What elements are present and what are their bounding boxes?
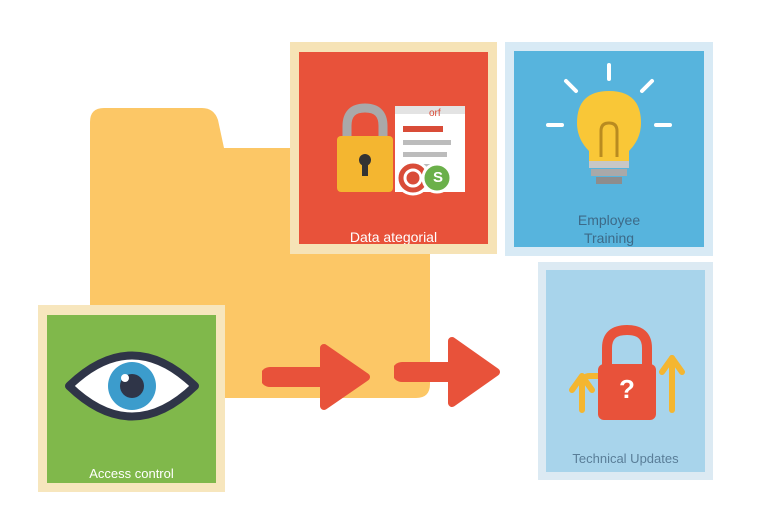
coin-label: S (432, 169, 443, 186)
light-bulb-icon (546, 63, 672, 184)
technical-updates-panel: ? Technical Updates (546, 270, 705, 472)
employee-training-line1: Employee (577, 212, 641, 228)
access-control-card: Access control (38, 305, 225, 492)
employee-training-panel: Employee Training (514, 51, 704, 247)
up-arrow-icon (569, 355, 685, 413)
coin-icon (421, 162, 453, 194)
eye-icon (65, 351, 199, 421)
access-control-panel: Access control (47, 315, 216, 483)
arrow-right-icon (262, 344, 370, 410)
data-safeguard-card: orf S Data ategorial (290, 42, 497, 254)
question-mark: ? (619, 374, 635, 404)
technical-updates-label: Technical Updates (572, 451, 679, 466)
document-stamp: orf (429, 108, 441, 119)
data-safeguard-label: Data ategorial (349, 229, 438, 244)
employee-training-label: Employee Training (514, 211, 704, 247)
arrow-right-icon (394, 337, 500, 407)
padlock-question-icon (569, 324, 685, 420)
technical-updates-card: ? Technical Updates (538, 262, 713, 480)
padlock-icon (337, 103, 465, 196)
access-control-label: Access control (89, 466, 174, 481)
employee-training-line2: Training (583, 230, 635, 246)
data-safeguard-panel: orf S Data ategorial (299, 52, 488, 244)
employee-training-card: Employee Training (505, 42, 713, 256)
